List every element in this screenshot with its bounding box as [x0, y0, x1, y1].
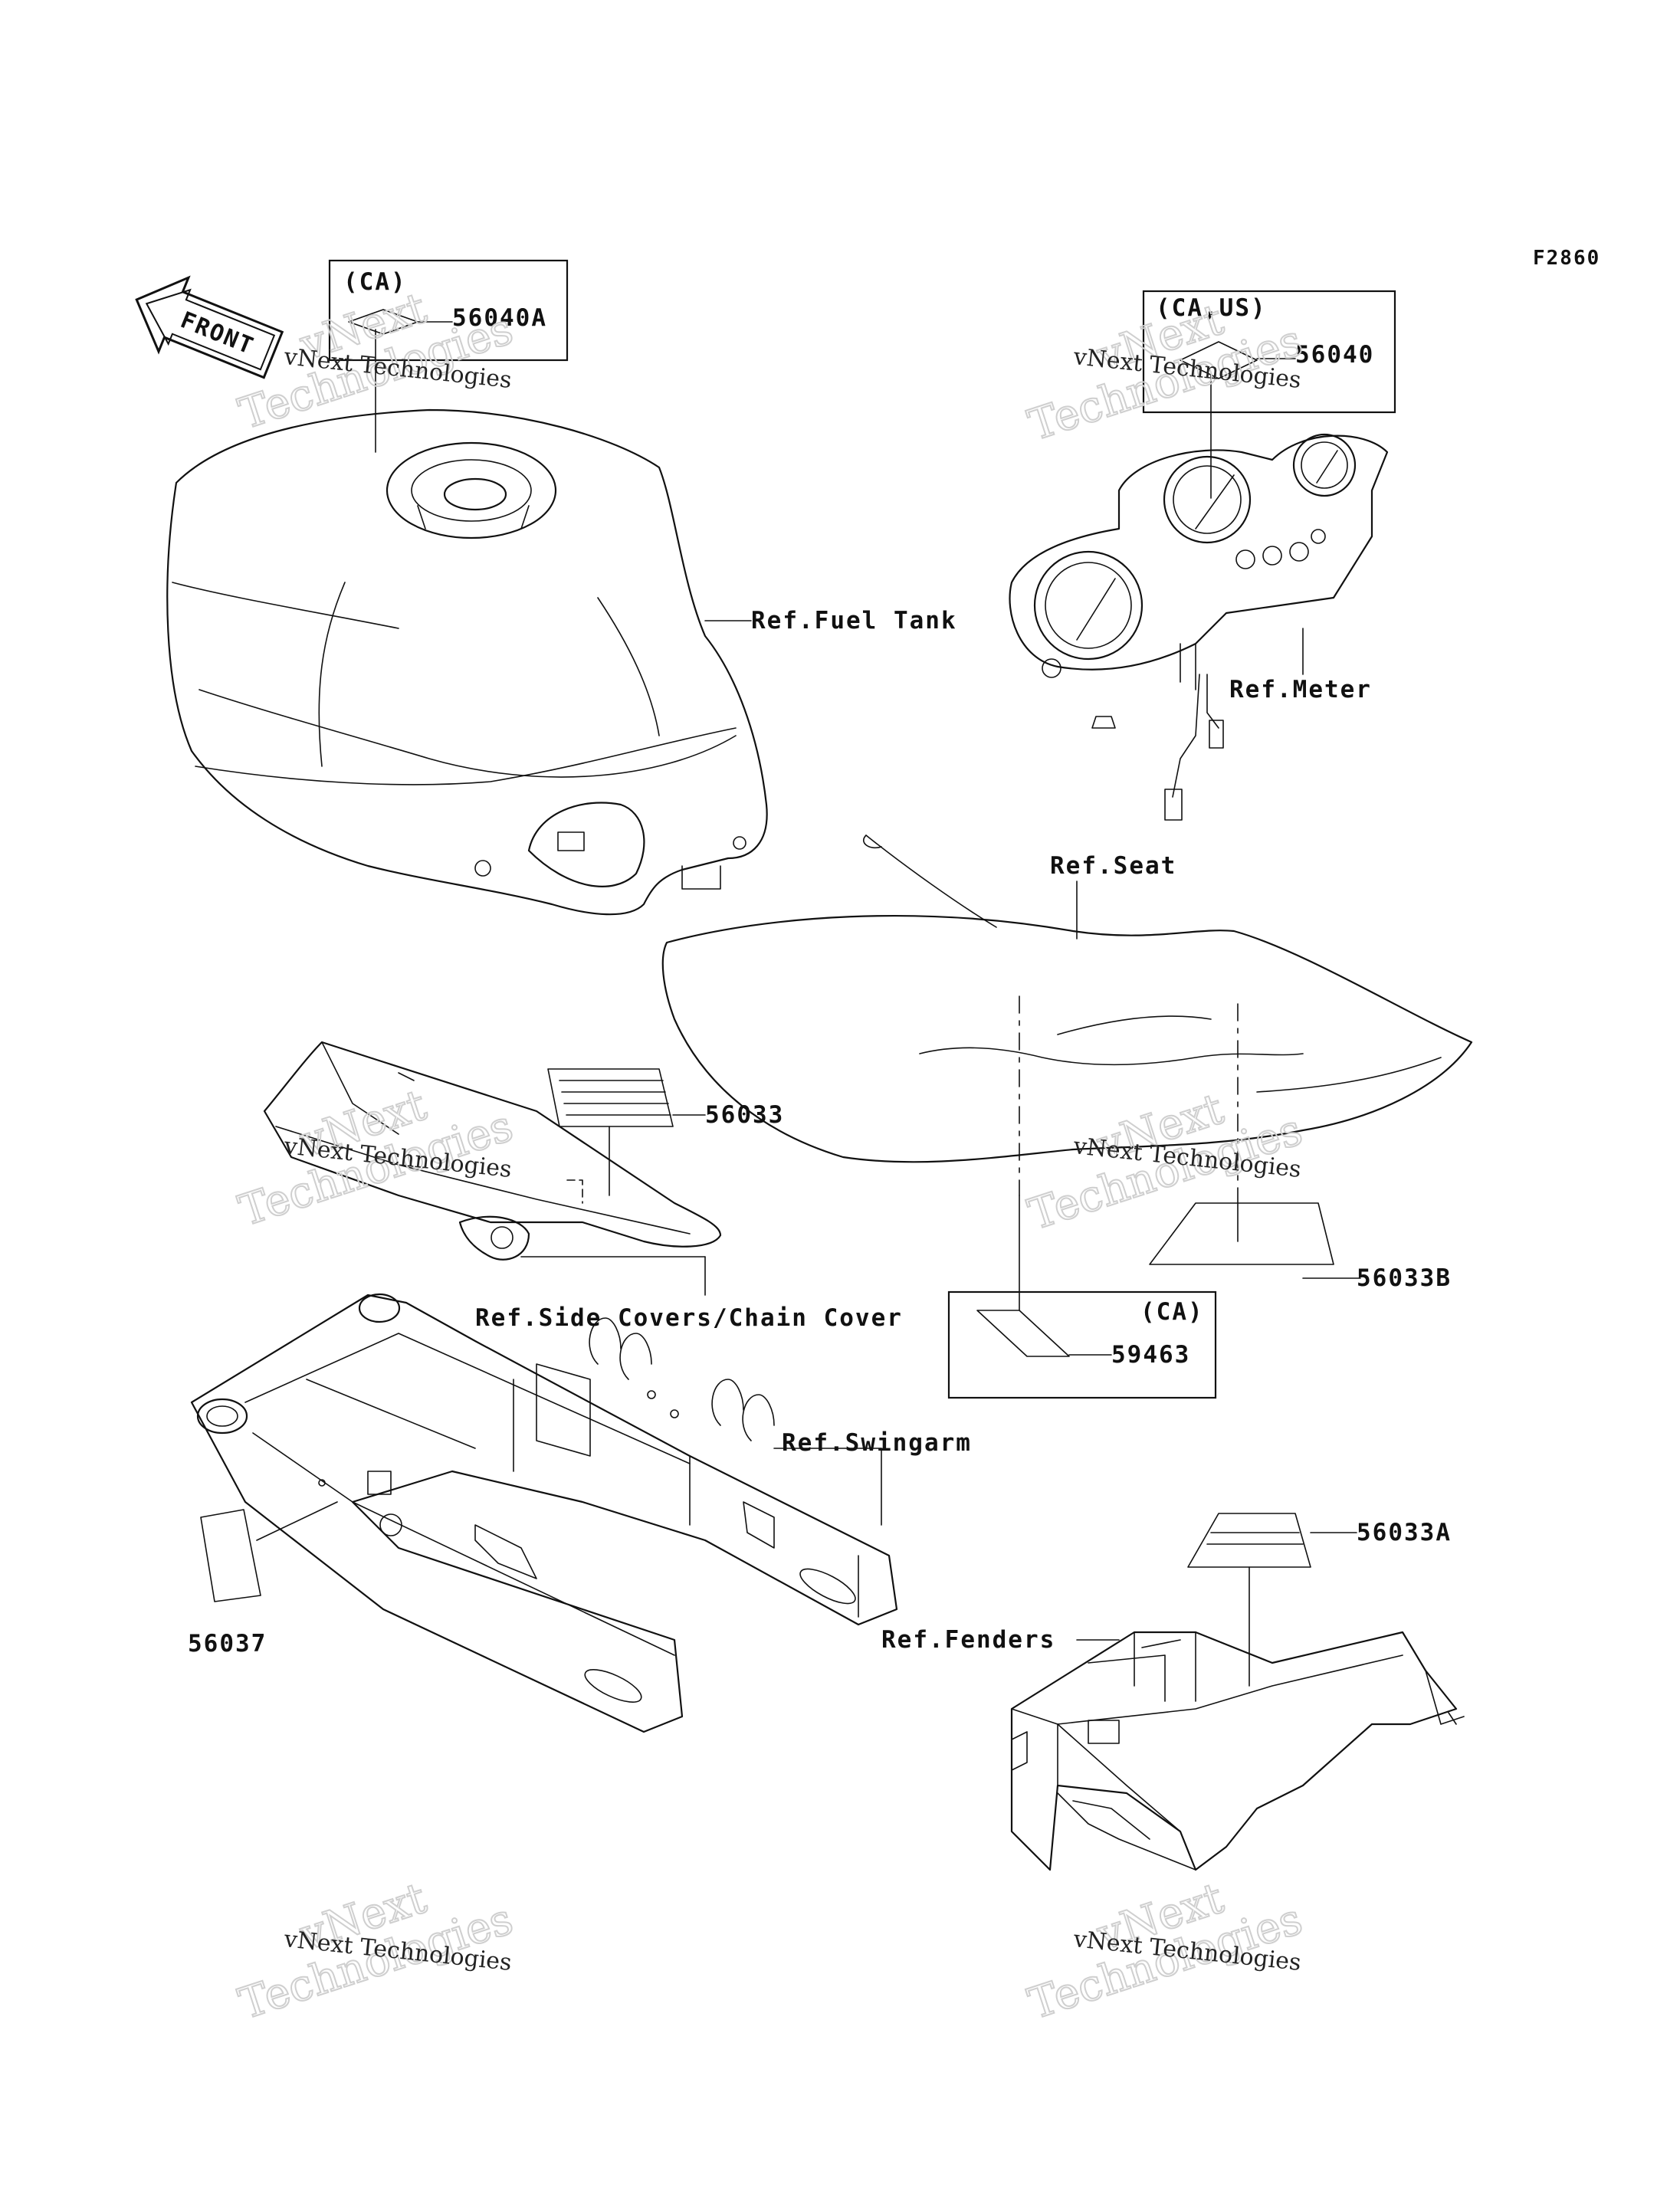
part-number-56033B[interactable]: 56033B	[1357, 1264, 1452, 1292]
callout-56033B: 56033B	[1149, 1202, 1452, 1292]
part-number-56033[interactable]: 56033	[705, 1101, 784, 1129]
label-sticker-56033A	[1187, 1513, 1311, 1568]
ref-side-covers[interactable]: Ref.Side Covers/Chain Cover	[475, 1304, 903, 1332]
figure-code: F2860	[1533, 247, 1600, 270]
meter-cluster: Ref.Meter	[1009, 433, 1389, 821]
seat: Ref.Seat	[661, 835, 1473, 1204]
ref-seat[interactable]: Ref.Seat	[1050, 852, 1176, 880]
callout-56040A: (CA) 56040A	[328, 259, 569, 453]
label-sticker-59463	[976, 1310, 1070, 1357]
label-sticker-56040	[1180, 341, 1258, 379]
fuel-tank: Ref.Fuel Tank	[166, 408, 957, 916]
region-tag-ca: (CA)	[343, 268, 407, 296]
part-number-59463[interactable]: 59463	[1111, 1341, 1190, 1369]
label-sticker-56033B	[1149, 1202, 1334, 1265]
chain-cover: Ref.Side Covers/Chain Cover	[263, 1041, 903, 1332]
part-number-56040[interactable]: 56040	[1295, 341, 1374, 369]
watermark-bottom-left: Technologies vNext vNext Technologies	[232, 1872, 520, 2030]
region-tag-ca-us: (CA,US)	[1156, 294, 1267, 322]
region-box-ca-2	[947, 1290, 1217, 1399]
region-box-ca	[328, 259, 569, 362]
ref-fuel-tank[interactable]: Ref.Fuel Tank	[751, 607, 957, 635]
part-number-56040A[interactable]: 56040A	[452, 304, 547, 332]
label-sticker-56033	[547, 1068, 674, 1127]
callout-59463: (CA) 59463	[947, 1195, 1217, 1399]
ref-swingarm[interactable]: Ref.Swingarm	[782, 1429, 972, 1457]
callout-56040: (CA,US) 56040	[1142, 290, 1396, 499]
region-tag-ca-2: (CA)	[1140, 1298, 1204, 1326]
watermark-mid-right: Technologies vNext vNext Technologies	[1022, 1083, 1309, 1241]
callout-56033A: 56033A	[1187, 1513, 1452, 1687]
ref-meter[interactable]: Ref.Meter	[1229, 676, 1372, 703]
watermark-bottom-right: Technologies vNext vNext Technologies	[1022, 1872, 1309, 2030]
region-box-ca-us	[1142, 290, 1396, 414]
front-arrow-icon: FRONT	[135, 275, 284, 379]
fenders: Ref.Fenders	[881, 1626, 1465, 1871]
part-number-56033A[interactable]: 56033A	[1357, 1519, 1452, 1546]
ref-fenders[interactable]: Ref.Fenders	[881, 1626, 1055, 1654]
callout-56033: 56033	[547, 1068, 784, 1196]
callout-56037: 56037	[188, 1501, 338, 1658]
part-number-56037[interactable]: 56037	[188, 1630, 267, 1658]
swingarm: Ref.Swingarm	[190, 1293, 972, 1733]
watermark-mid-left: Technologies vNext vNext Technologies	[232, 1079, 520, 1237]
label-sticker-56037	[200, 1509, 261, 1602]
